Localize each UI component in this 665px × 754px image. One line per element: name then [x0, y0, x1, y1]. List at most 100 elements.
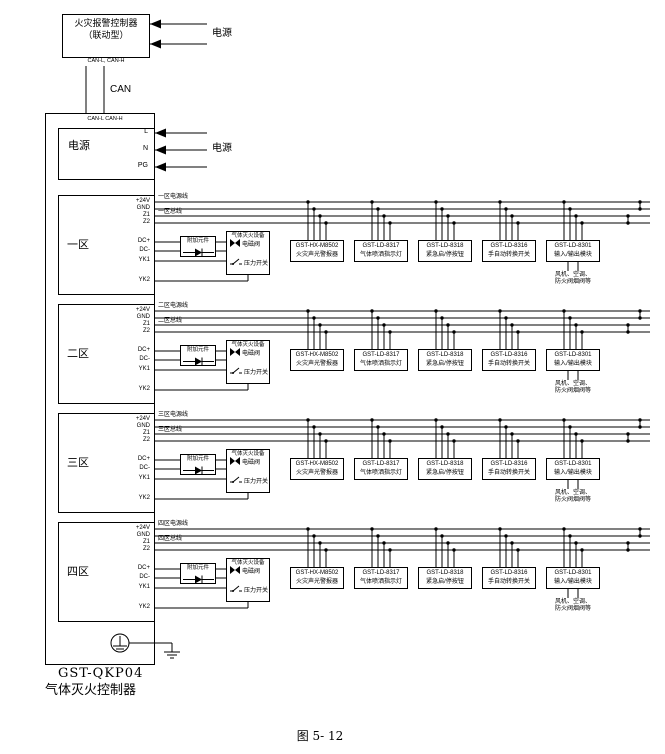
junction-dot	[574, 214, 578, 218]
junction-dot	[504, 316, 508, 320]
solenoid-label: 电磁阀	[242, 568, 261, 575]
terminal-label: YK1	[138, 257, 150, 263]
terminal-label: Z2	[142, 546, 150, 552]
module-model: GST-HX-M8502	[295, 570, 339, 576]
solenoid-valve-icon	[230, 457, 240, 465]
terminal-label: DC+	[137, 456, 150, 462]
junction-dot	[626, 214, 630, 218]
module-name: 输入/输出模块	[554, 361, 592, 367]
module-name: 紧急启/停按钮	[426, 252, 464, 258]
zone-box	[58, 522, 155, 622]
module-name: 火灾声光警报器	[295, 470, 338, 476]
module-model: GST-LD-8317	[362, 352, 400, 358]
solenoid-row: 电磁阀	[230, 239, 268, 248]
junction-dot	[638, 309, 642, 313]
gas-device-box: 气体灭火设备电磁阀压力开关	[226, 558, 270, 602]
junction-dot	[388, 439, 392, 443]
arrow-left-icon	[150, 19, 161, 29]
junction-dot	[638, 534, 642, 538]
zone-label: 二区	[67, 348, 89, 360]
junction-dot	[562, 418, 566, 422]
terminal-label: Z1	[142, 212, 150, 218]
zone-power-line-label: 二区电源线	[158, 303, 189, 309]
junction-dot	[440, 425, 444, 429]
junction-dot	[580, 439, 584, 443]
junction-dot	[626, 541, 630, 545]
junction-dot	[562, 527, 566, 531]
junction-dot	[324, 330, 328, 334]
output-devices-note: 风机、空调、 防火阀烟阀等	[554, 272, 591, 285]
panel-power-label: 电源	[68, 140, 90, 152]
junction-dot	[446, 541, 450, 545]
junction-dot	[574, 323, 578, 327]
junction-dot	[446, 214, 450, 218]
junction-dot	[370, 309, 374, 313]
module-model: GST-LD-8316	[490, 243, 528, 249]
junction-dot	[626, 221, 630, 225]
junction-dot	[574, 432, 578, 436]
junction-dot	[446, 432, 450, 436]
junction-dot	[388, 548, 392, 552]
terminal-label: YK1	[138, 475, 150, 481]
junction-dot	[440, 207, 444, 211]
zone-power-line-label: 三区电源线	[158, 412, 189, 418]
module-name: 火灾声光警报器	[295, 252, 338, 258]
gas-device-box: 气体灭火设备电磁阀压力开关	[226, 449, 270, 493]
zone-box	[58, 195, 155, 295]
mains-power-label-top: 电源	[212, 28, 232, 39]
figure-caption: 图 5- 12	[296, 729, 344, 743]
diode-icon	[183, 575, 214, 584]
solenoid-label: 电磁阀	[242, 350, 261, 357]
module-name: 气体喷洒指示灯	[359, 361, 402, 367]
attachment-box: 附加元件	[180, 236, 216, 257]
mains-power-label-mid: 电源	[212, 143, 232, 154]
junction-dot	[574, 541, 578, 545]
diode-icon	[183, 357, 214, 366]
terminal-label: +24V	[135, 416, 150, 422]
junction-dot	[370, 527, 374, 531]
pressure-switch-row: 压力开关	[230, 258, 268, 267]
junction-dot	[452, 330, 456, 334]
pressure-switch-row: 压力开关	[230, 585, 268, 594]
zone-label: 四区	[67, 566, 89, 578]
output-devices-note: 风机、空调、 防火阀烟阀等	[554, 381, 591, 394]
terminal-label: YK2	[138, 277, 150, 283]
junction-dot	[626, 432, 630, 436]
attachment-label: 附加元件	[186, 456, 209, 462]
module-box: GST-LD-8317 气体喷洒指示灯	[354, 349, 408, 371]
junction-dot	[388, 330, 392, 334]
terminal-label: Z1	[142, 430, 150, 436]
module-box: GST-LD-8317 气体喷洒指示灯	[354, 458, 408, 480]
module-name: 气体喷洒指示灯	[359, 470, 402, 476]
arrow-left-icon	[155, 128, 166, 138]
terminal-label: YK2	[138, 604, 150, 610]
arrow-left-icon	[155, 162, 166, 172]
terminal-label: YK1	[138, 366, 150, 372]
module-name: 输入/输出模块	[554, 252, 592, 258]
module-model: GST-LD-8318	[426, 352, 464, 358]
junction-dot	[312, 316, 316, 320]
terminal-label-PG: PG	[137, 162, 148, 169]
junction-dot	[568, 534, 572, 538]
terminal-label: YK2	[138, 386, 150, 392]
junction-dot	[626, 548, 630, 552]
solenoid-row: 电磁阀	[230, 348, 268, 357]
junction-dot	[562, 200, 566, 204]
solenoid-valve-icon	[230, 566, 240, 574]
gas-device-label: 气体灭火设备	[231, 342, 265, 348]
controller-can-terminals-label: CAN-L, CAN-H	[87, 58, 125, 64]
attachment-label: 附加元件	[186, 565, 209, 571]
module-model: GST-LD-8317	[362, 461, 400, 467]
junction-dot	[626, 330, 630, 334]
junction-dot	[318, 214, 322, 218]
attachment-label: 附加元件	[186, 347, 209, 353]
terminal-label: +24V	[135, 525, 150, 531]
junction-dot	[382, 323, 386, 327]
